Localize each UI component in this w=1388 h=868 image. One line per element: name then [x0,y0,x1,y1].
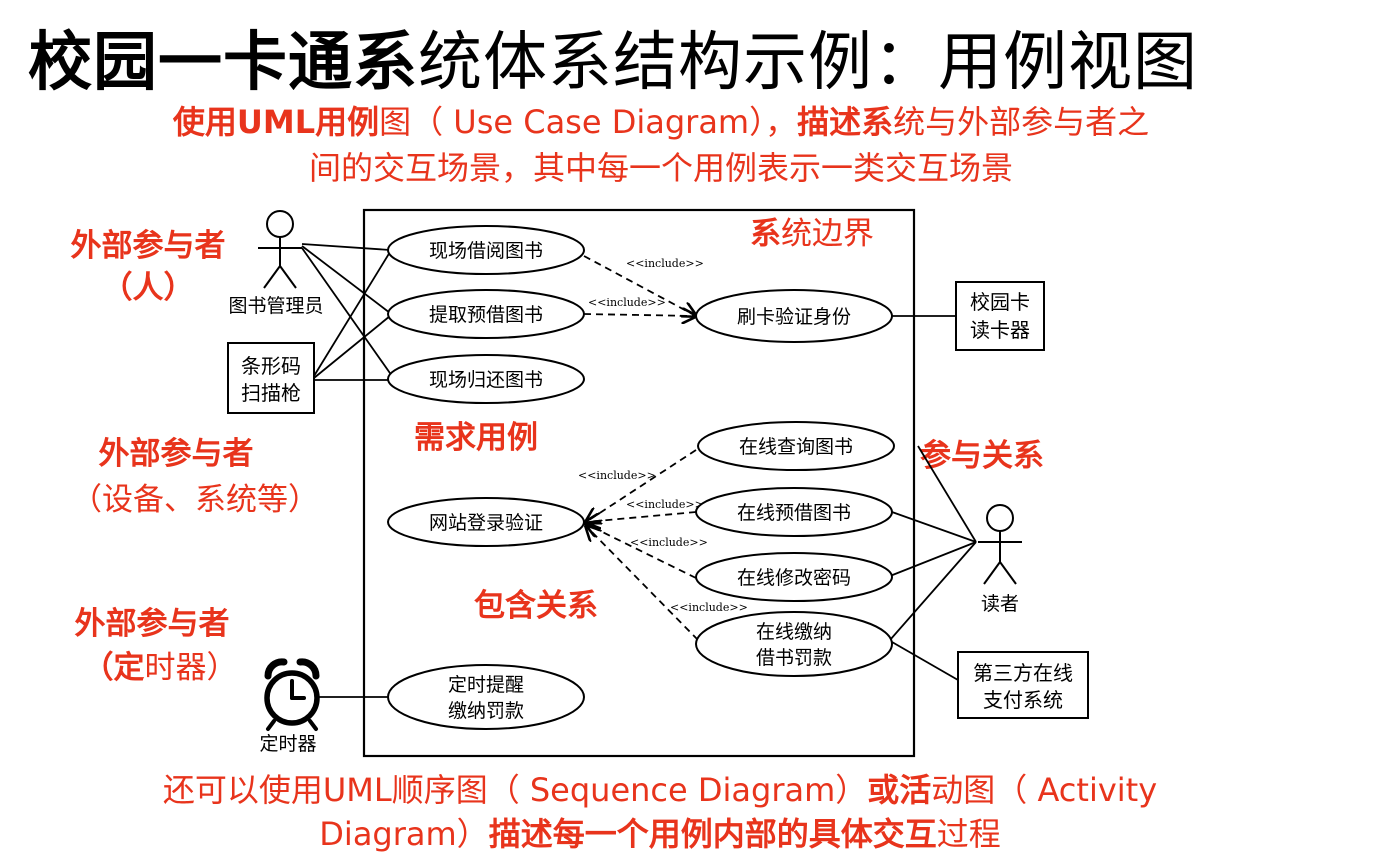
intro-line-2: 间的交互场景，其中每一个用例表示一类交互场景 [308,149,1013,187]
footer-text: 动图（ Activity [931,771,1158,809]
annotation-actor-timer-1: 外部参与者 [74,606,230,642]
include-label: <<include>> [588,296,666,309]
use-case-label: 借书罚款 [756,647,832,669]
annotation-text: （定 [82,650,145,686]
card-reader-label-2: 读卡器 [970,318,1030,342]
annotation-actor-device-2: （设备、系统等） [71,482,319,518]
use-case-label: 现场归还图书 [429,369,543,391]
include-label: <<include>> [578,469,656,482]
include-label: <<include>> [670,601,748,614]
use-case-website-login [387,497,585,547]
barcode-scanner-box [227,342,315,414]
footer-line-2: Diagram）描述每一个用例内部的具体交互过程 [60,812,1260,856]
use-case-ellipses [387,225,895,730]
payment-system-label-1: 第三方在线 [973,661,1073,685]
intro-text: 图（ Use Case Diagram）， [379,103,798,141]
intro-text: 使用UML用例 [172,103,380,141]
annotation-actor-human-2: （人） [101,270,195,306]
intro-text: 统与外部参与者之 [893,103,1150,141]
include-dependencies [584,255,698,641]
title-bold-part: 校园一卡通系 [28,26,418,100]
annotation-actor-device-1: 外部参与者 [98,436,254,472]
use-case-search-online [697,421,895,471]
include-labels: <<include>> <<include>> <<include>> <<in… [578,257,748,614]
use-case-change-password [695,552,893,602]
use-case-borrow-onsite [387,225,585,275]
timer-label: 定时器 [259,733,316,755]
use-case-label: 在线预借图书 [737,502,851,524]
annotation-requirement-use-case: 需求用例 [414,420,538,456]
annotation-participation: 参与关系 [920,438,1044,474]
intro-text: 描述系 [797,103,894,141]
footer-text: 或活 [867,771,932,809]
use-case-pay-fine [695,611,893,677]
reader-label: 读者 [981,593,1019,615]
barcode-scanner-label-1: 条形码 [241,354,301,378]
footer-text: Diagram） [319,815,489,853]
use-case-label: 刷卡验证身份 [737,306,851,328]
footer-text: 描述每一个用例内部的具体交互 [488,815,937,853]
annotation-text: 时器） [144,650,238,686]
annotation-text: 系 [750,216,781,252]
footer-text: 过程 [936,815,1001,853]
intro-line-1: 使用UML用例图（ Use Case Diagram），描述系统与外部参与者之 [96,100,1226,144]
title-normal-part: 统体系结构示例：用例视图 [418,26,1198,100]
payment-system-box [957,651,1089,719]
barcode-scanner-label-2: 扫描枪 [241,381,301,405]
use-case-label: 定时提醒 [448,674,524,696]
page-title: 校园一卡通系统体系结构示例：用例视图 [28,18,1198,108]
card-reader-label-1: 校园卡 [970,290,1030,314]
include-label: <<include>> [626,498,704,511]
use-case-labels: 现场借阅图书 提取预借图书 现场归还图书 刷卡验证身份 在线查询图书 在线预借图… [429,240,853,722]
annotation-actor-timer-2: （定时器） [60,648,260,688]
use-case-label: 现场借阅图书 [429,240,543,262]
use-case-label: 在线缴纳 [756,621,832,643]
alarm-clock-icon [264,658,320,731]
librarian-actor-icon [258,210,302,289]
use-case-pickup-reserved [387,289,585,339]
use-case-return-onsite [387,354,585,404]
use-case-label: 缴纳罚款 [448,700,524,722]
use-case-verify-card [695,289,893,343]
include-label: <<include>> [630,536,708,549]
use-case-label: 在线修改密码 [737,567,851,589]
annotation-actor-human-1: 外部参与者 [70,228,226,264]
include-label: <<include>> [626,257,704,270]
use-case-label: 在线查询图书 [739,436,853,458]
association-lines-left [301,243,956,698]
annotation-text: 统边界 [781,216,874,252]
use-case-label: 提取预借图书 [429,304,543,326]
card-reader-box [955,281,1045,351]
reader-actor-icon [978,504,1022,585]
association-lines-right [889,445,977,681]
annotation-system-boundary: 系统边界 [750,214,874,254]
annotation-inclusion: 包含关系 [474,588,598,624]
librarian-label: 图书管理员 [228,295,323,317]
use-case-reserve-online [695,487,893,537]
payment-system-label-2: 支付系统 [983,688,1063,712]
use-case-label: 网站登录验证 [429,512,543,534]
system-boundary-rect [362,208,916,758]
use-case-timer-remind [387,664,585,730]
footer-line-1: 还可以使用UML顺序图（ Sequence Diagram）或活动图（ Acti… [60,768,1260,812]
footer-text: 还可以使用UML顺序图（ Sequence Diagram） [162,771,868,809]
